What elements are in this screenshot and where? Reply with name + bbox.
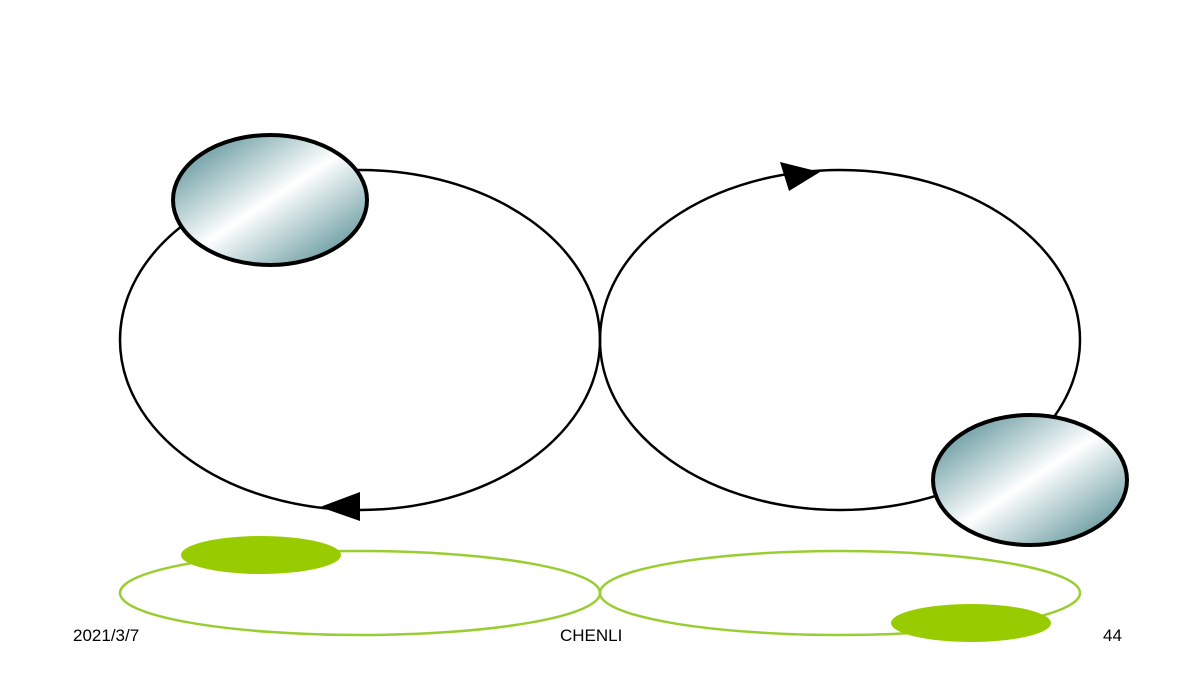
right-orbit-body — [931, 413, 1129, 547]
footer-date: 2021/3/7 — [73, 626, 140, 645]
right-ground-orbit — [598, 549, 1082, 637]
right-orbit-arrow — [780, 162, 820, 191]
footer-page-number: 44 — [1103, 626, 1122, 645]
right-ground-body — [891, 604, 1051, 642]
left-orbit-body — [171, 133, 369, 267]
left-orbit-arrow — [320, 492, 360, 521]
footer-author: CHENLI — [560, 626, 623, 645]
right-orbit-loop — [598, 168, 1082, 512]
left-ground-body — [181, 536, 341, 574]
